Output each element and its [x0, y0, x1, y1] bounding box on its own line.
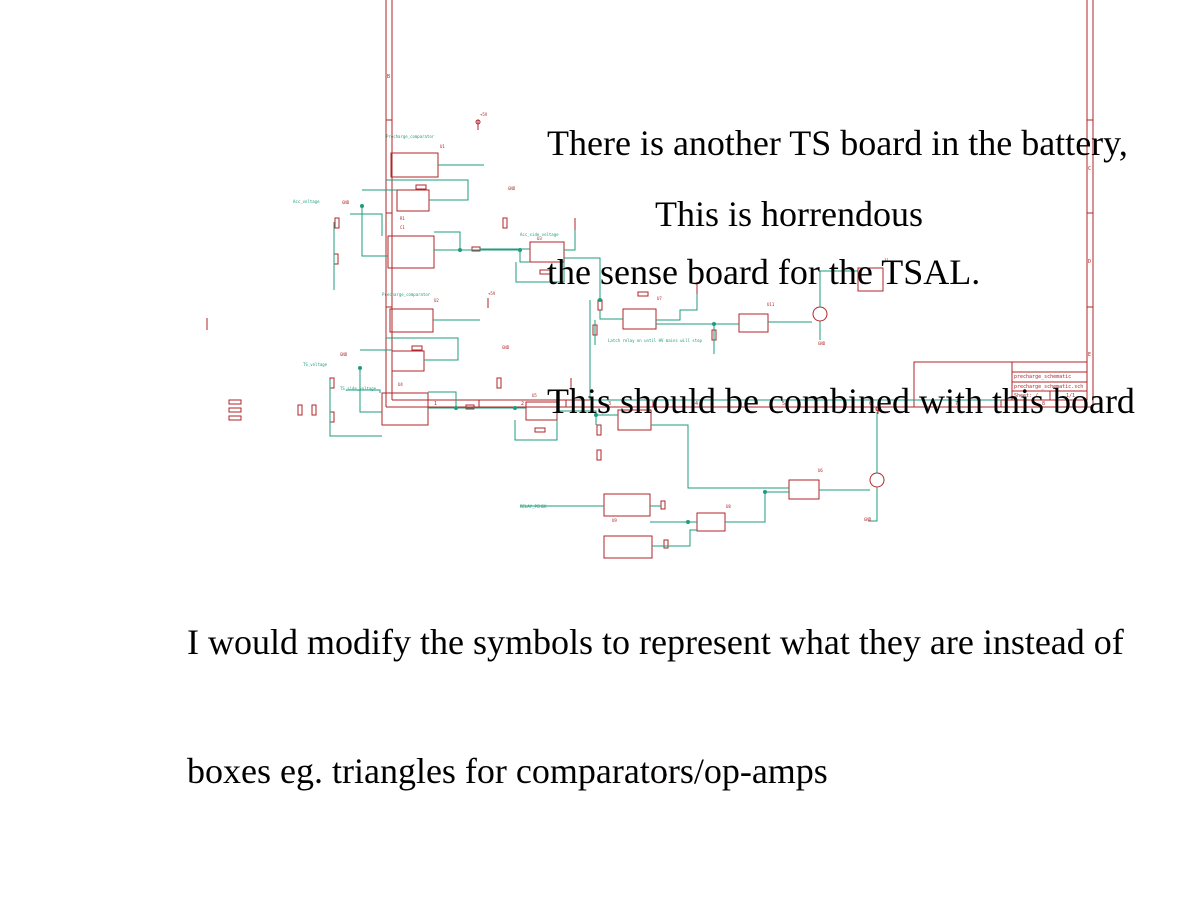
border-col-1: 1: [434, 401, 437, 407]
svg-text:R1: R1: [400, 216, 405, 221]
svg-text:U9: U9: [612, 518, 617, 523]
symbols-note-line-1: I would modify the symbols to represent …: [187, 622, 1124, 662]
battery-note-line-2: the sense board for the TSAL.: [547, 252, 981, 292]
border-row-d: D: [1088, 259, 1091, 265]
svg-text:U8: U8: [726, 504, 731, 509]
net-label-precharge-bot: Precharge_comparator: [382, 292, 431, 297]
battery-note: There is another TS board in the battery…: [547, 36, 1135, 509]
svg-text:U1: U1: [440, 144, 445, 149]
svg-text:U4: U4: [398, 382, 403, 387]
svg-text:GND: GND: [342, 200, 350, 205]
svg-text:U2: U2: [434, 298, 439, 303]
battery-note-line-1: There is another TS board in the battery…: [547, 123, 1128, 163]
svg-text:C1: C1: [400, 225, 405, 230]
net-label-relay-ok: RELAY_PCHGK: [520, 504, 547, 509]
battery-note-line-3: This should be combined with this board: [547, 381, 1135, 421]
horrendous-note: This is horrendous: [655, 194, 923, 234]
svg-text:J1: J1: [884, 258, 889, 263]
title-sheet-name: precharge_schematic: [1014, 374, 1071, 380]
title-sheet-num: 1/1: [1066, 393, 1075, 399]
svg-text:GND: GND: [864, 517, 872, 522]
border-col-2: 2: [521, 401, 524, 407]
symbols-note: I would modify the symbols to represent …: [187, 535, 1124, 879]
symbols-note-line-2: boxes eg. triangles for comparators/op-a…: [187, 751, 828, 791]
net-label-acc-voltage: Acc_voltage: [293, 199, 320, 204]
svg-text:GND: GND: [818, 341, 826, 346]
title-file: precharge_schematic.sch: [1014, 384, 1083, 390]
net-label-acc-side: Acc_side_voltage: [520, 232, 559, 237]
svg-text:U5: U5: [532, 393, 537, 398]
svg-text:U7: U7: [657, 296, 662, 301]
svg-text:+5V: +5V: [488, 291, 496, 296]
stray-dot: [665, 774, 667, 776]
svg-text:U6: U6: [818, 468, 823, 473]
svg-text:U3: U3: [537, 236, 542, 241]
net-label-shutdown-note: Latch relay on until HV mains will stop: [608, 338, 703, 343]
svg-text:U11: U11: [767, 302, 775, 307]
svg-text:GND: GND: [502, 345, 510, 350]
net-label-ts-voltage: TS_voltage: [303, 362, 328, 367]
title-sheet: Sheet: /: [1014, 393, 1038, 399]
svg-text:+5V: +5V: [480, 112, 488, 117]
border-col-7: 7: [955, 401, 958, 407]
border-col-5: 5: [782, 401, 785, 407]
border-col-8: 8: [1042, 401, 1045, 407]
svg-text:GND: GND: [508, 186, 516, 191]
border-col-4: 4: [695, 401, 698, 407]
border-row-c: C: [1088, 166, 1091, 172]
net-label-precharge-top: Precharge_comparator: [386, 134, 435, 139]
border-row-b: B: [387, 74, 390, 80]
border-col-6: 6: [869, 401, 872, 407]
border-row-e: E: [1088, 352, 1091, 358]
border-col-3: 3: [608, 401, 611, 407]
net-label-ts-side: TS_side_voltage: [340, 386, 377, 391]
svg-text:GND: GND: [340, 352, 348, 357]
